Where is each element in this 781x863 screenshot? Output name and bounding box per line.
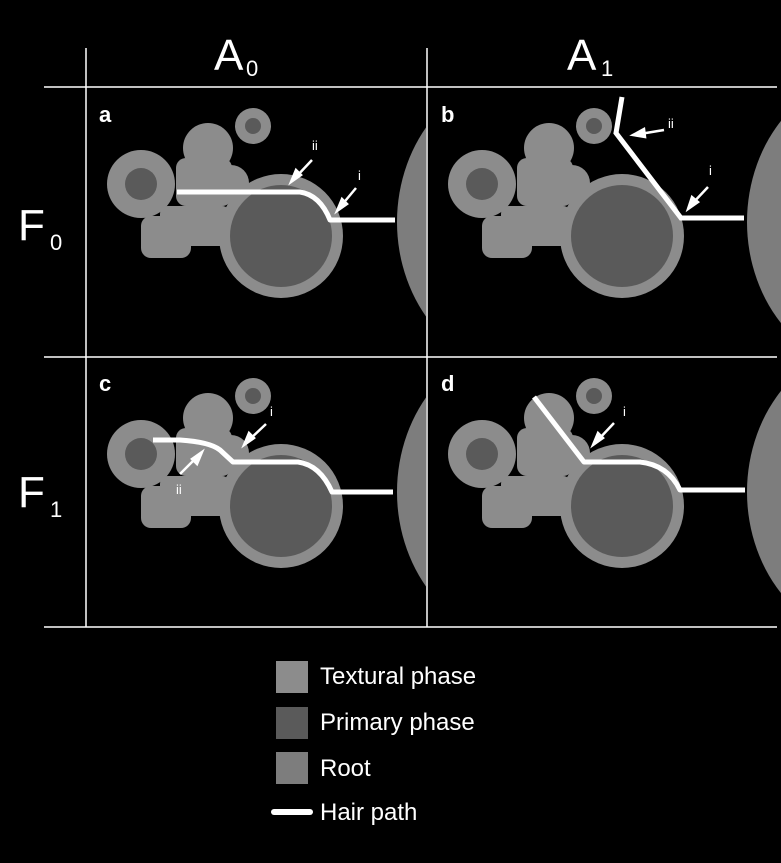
column-header-a1: A 1 bbox=[567, 31, 613, 81]
row-header-f0: F 0 bbox=[18, 201, 62, 255]
arrow-b-i bbox=[685, 186, 709, 213]
arrow-b-i-label: i bbox=[709, 163, 712, 178]
arrow-d-i bbox=[590, 422, 615, 449]
legend-label-primary: Primary phase bbox=[320, 709, 475, 736]
row-header-f0-sub: 0 bbox=[50, 230, 62, 255]
panel-label-d: d bbox=[441, 371, 454, 396]
particles-d bbox=[448, 378, 684, 568]
arrow-c-ii bbox=[179, 448, 205, 475]
panel-b: i ii bbox=[448, 96, 781, 324]
column-header-a1-main: A bbox=[567, 31, 597, 80]
panel-label-a: a bbox=[99, 102, 112, 127]
legend-label-hair-path: Hair path bbox=[320, 799, 417, 826]
panel-c: i ii bbox=[107, 378, 426, 587]
hair-path-a bbox=[177, 189, 395, 223]
arrow-a-ii bbox=[288, 159, 313, 186]
root-c bbox=[397, 397, 426, 587]
legend-label-root: Root bbox=[320, 755, 371, 782]
legend-label-textural: Textural phase bbox=[320, 663, 476, 690]
column-header-a1-sub: 1 bbox=[601, 56, 613, 81]
row-header-f0-main: F bbox=[18, 201, 45, 250]
panel-label-b: b bbox=[441, 102, 454, 127]
panel-d: i bbox=[448, 378, 781, 594]
legend-swatch-primary bbox=[276, 707, 308, 739]
arrow-c-i-label: i bbox=[270, 404, 273, 419]
row-header-f1: F 1 bbox=[18, 468, 62, 522]
particles-b bbox=[448, 108, 684, 298]
arrow-b-ii bbox=[629, 127, 665, 139]
particles-a bbox=[107, 108, 343, 298]
arrow-c-ii-label: ii bbox=[176, 482, 182, 497]
row-header-f1-sub: 1 bbox=[50, 497, 62, 522]
arrow-c-i bbox=[241, 423, 267, 449]
root-d bbox=[747, 390, 781, 594]
legend-swatch-textural bbox=[276, 661, 308, 693]
arrow-b-ii-label: ii bbox=[668, 116, 674, 131]
column-header-a0: A 0 bbox=[214, 31, 258, 81]
hair-path-d bbox=[532, 395, 745, 493]
arrow-d-i-label: i bbox=[623, 404, 626, 419]
legend: Textural phase Primary phase Root Hair p… bbox=[271, 661, 476, 826]
arrow-a-ii-label: ii bbox=[312, 138, 318, 153]
panel-label-c: c bbox=[99, 371, 111, 396]
column-header-a0-main: A bbox=[214, 31, 244, 80]
root-a bbox=[397, 127, 426, 317]
panel-a: i ii bbox=[107, 108, 426, 317]
column-header-a0-sub: 0 bbox=[246, 56, 258, 81]
hair-path-c bbox=[153, 437, 393, 495]
particles-c bbox=[107, 378, 343, 568]
root-b bbox=[747, 120, 781, 324]
arrow-a-i-label: i bbox=[358, 168, 361, 183]
hair-path-b bbox=[613, 96, 744, 221]
arrow-a-i bbox=[334, 187, 357, 215]
legend-swatch-root bbox=[276, 752, 308, 784]
row-header-f1-main: F bbox=[18, 468, 45, 517]
grid bbox=[44, 48, 777, 628]
